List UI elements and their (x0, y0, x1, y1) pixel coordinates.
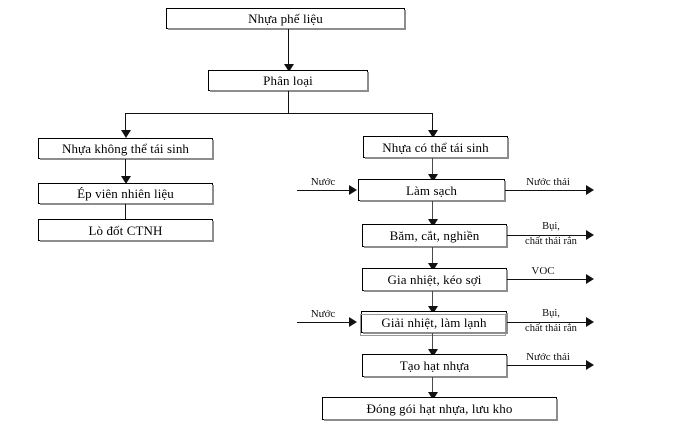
node-packaging: Đóng gói hạt nhựa, lưu kho (322, 397, 558, 421)
node-pellet-press-label: Ép viên nhiên liệu (77, 186, 174, 201)
label-water-to-washing-text: Nước (310, 176, 336, 188)
connector-sorting-bus (125, 113, 433, 114)
connector-sorting-stem (288, 91, 289, 113)
connector-pelletizing-to-packaging (432, 377, 433, 396)
connector-pellet-to-incinerator (125, 204, 126, 224)
connector-water-to-cooling (297, 322, 350, 323)
label-cooling-waste-top: Bụi, (515, 308, 587, 320)
label-cooling-waste-bottom: chất thải rắn (509, 323, 593, 335)
node-sorting-label: Phân loại (263, 73, 313, 88)
connector-heating-waste (507, 279, 587, 280)
arrowhead-recyclable-to-washing (428, 174, 438, 182)
connector-washing-waste (505, 190, 587, 191)
node-recyclable-label: Nhựa có thể tái sinh (382, 139, 489, 155)
connector-water-to-washing (297, 190, 350, 191)
arrowhead-washing-waste (586, 185, 594, 195)
arrowhead-heating-to-cooling (428, 306, 438, 314)
label-heating-waste-text: VOC (531, 265, 555, 277)
label-cooling-waste-bottom-text: chất thải rắn (525, 323, 577, 334)
connector-non-recyclable-to-pellet (125, 159, 126, 179)
connector-shredding-to-heating (432, 247, 433, 268)
label-pelletizing-waste: Nước thải (515, 351, 581, 364)
label-shredding-waste-top: Bụi, (515, 221, 587, 233)
connector-bus-to-left-branch (125, 113, 126, 133)
arrowhead-non-recyclable-to-pellet (121, 176, 131, 184)
node-incinerator-label: Lò đốt CTNH (88, 222, 163, 238)
node-pelletizing: Tạo hạt nhựa (362, 354, 508, 378)
connector-cooling-to-pelletizing (432, 333, 433, 353)
node-input: Nhựa phế liệu (166, 8, 406, 30)
arrowhead-water-to-cooling (349, 317, 357, 327)
arrowhead-water-to-washing (349, 185, 357, 195)
node-sorting: Phân loại (208, 70, 369, 92)
node-pellet-press: Ép viên nhiên liệu (38, 183, 214, 205)
node-washing: Làm sạch (358, 179, 506, 202)
node-washing-label: Làm sạch (406, 182, 457, 198)
arrowhead-bus-to-non-recyclable (121, 130, 131, 138)
label-heating-waste: VOC (523, 265, 563, 278)
node-cooling: Giải nhiệt, làm lạnh (360, 311, 508, 336)
node-incinerator: Lò đốt CTNH (38, 219, 214, 242)
arrowhead-pelletizing-waste (586, 360, 594, 370)
node-shredding: Băm, cắt, nghiền (362, 224, 508, 248)
node-non-recyclable: Nhựa không thể tái sinh (38, 138, 214, 160)
label-cooling-waste-top-text: Bụi, (542, 308, 560, 319)
node-heating-label: Gia nhiệt, kéo sợi (387, 272, 482, 287)
arrowhead-heating-waste (586, 274, 594, 284)
label-water-to-washing: Nước (300, 176, 346, 189)
arrowhead-input-to-sorting (284, 64, 294, 72)
node-heating: Gia nhiệt, kéo sợi (362, 268, 508, 292)
node-cooling-label: Giải nhiệt, làm lạnh (381, 314, 487, 330)
connector-shredding-waste (507, 235, 587, 236)
label-shredding-waste-bottom: chất thải rắn (509, 236, 593, 248)
label-washing-waste-text: Nước thải (526, 176, 570, 188)
arrowhead-cooling-to-pelletizing (428, 349, 438, 357)
connector-input-to-sorting (288, 29, 289, 67)
arrowhead-bus-to-recyclable (428, 130, 438, 138)
arrowhead-pelletizing-to-packaging (428, 392, 438, 400)
arrowhead-shredding-waste (586, 230, 594, 240)
label-pelletizing-waste-text: Nước thải (526, 351, 570, 363)
arrowhead-washing-to-shredding (428, 219, 438, 227)
node-pelletizing-label: Tạo hạt nhựa (399, 358, 470, 373)
label-water-to-cooling-text: Nước (310, 308, 336, 320)
connector-washing-to-shredding (432, 201, 433, 223)
connector-cooling-waste (507, 322, 587, 323)
connector-bus-to-right-branch (432, 113, 433, 133)
node-shredding-label: Băm, cắt, nghiền (389, 228, 480, 243)
label-washing-waste: Nước thải (515, 176, 581, 189)
connector-heating-to-cooling (432, 291, 433, 311)
label-water-to-cooling: Nước (300, 308, 346, 321)
node-recyclable: Nhựa có thể tái sinh (363, 136, 509, 159)
node-packaging-label: Đóng gói hạt nhựa, lưu kho (366, 401, 513, 416)
node-input-label: Nhựa phế liệu (248, 11, 323, 26)
arrowhead-shredding-to-heating (428, 263, 438, 271)
arrowhead-cooling-waste (586, 317, 594, 327)
connector-recyclable-to-washing (432, 158, 433, 178)
node-non-recyclable-label: Nhựa không thể tái sinh (61, 141, 190, 156)
label-shredding-waste-top-text: Bụi, (542, 221, 560, 232)
label-shredding-waste-bottom-text: chất thải rắn (525, 236, 577, 247)
connector-pelletizing-waste (507, 365, 587, 366)
